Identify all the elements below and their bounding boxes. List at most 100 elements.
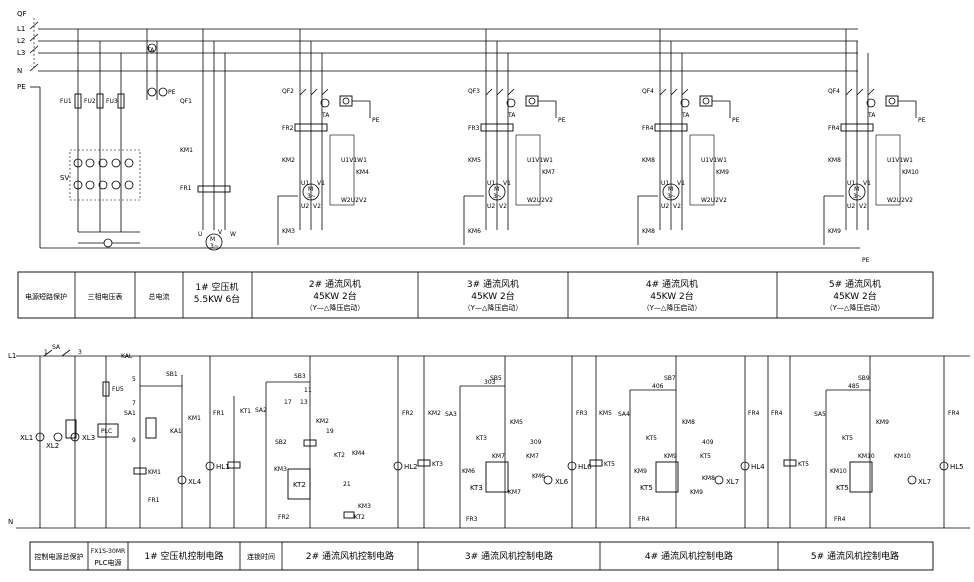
label-hl5: HL5 (950, 463, 964, 471)
node-406: 406 (652, 383, 664, 390)
xl7b-lamp-icon (907, 475, 917, 485)
label-sb7: SB7 (664, 375, 676, 382)
fan-v2-label: V2 (859, 203, 867, 210)
fan-qf-label: QF2 (282, 88, 294, 95)
fan-u1-label: U1 (661, 180, 669, 187)
fuse-fu2 (96, 93, 104, 109)
label-ta: TA (146, 47, 155, 54)
xl1-lamp-icon (35, 432, 45, 442)
bottom-cell-6: 3# 通流风机控制电路 (465, 550, 553, 562)
label-km10b-ctrl: KM10 (858, 453, 875, 460)
qf-blade-l1 (29, 21, 39, 30)
label-kt-between: KT3 (432, 461, 443, 468)
fan-uvw1-label: U1V1W1 (701, 157, 727, 164)
node-5: 5 (132, 376, 136, 383)
xl6-lamp-icon (543, 475, 553, 485)
label-km5-ctrl: KM5 (510, 419, 523, 426)
label-xl2: XL2 (46, 442, 59, 450)
label-hl2: HL2 (404, 463, 418, 471)
label-km3-ctrl: KM3 (274, 466, 287, 473)
top-cell-7-l3: （Y—△降压启动） (643, 303, 702, 312)
label-kal: KAL (121, 353, 133, 360)
label-sb5: SB5 (490, 375, 502, 382)
label-sb9: SB9 (858, 375, 870, 382)
top-table-frame (17, 271, 934, 319)
bus-label-l3: L3 (17, 49, 25, 57)
fan-pe-label: PE (918, 117, 926, 124)
label-xl7a: XL7 (726, 478, 739, 486)
label-km2-ctrl: KM2 (316, 418, 329, 425)
label-xl4: XL4 (188, 478, 202, 486)
fan-motor-3phase-label: 3~ (493, 193, 502, 200)
voltmeter-section: FU1 FU2 FU3 SV TA PE (60, 29, 176, 248)
label-kt-4-5: KT5 (798, 461, 809, 468)
fan-km-a-label: KM8 (828, 157, 841, 164)
fuse-fu1 (74, 93, 82, 109)
label-kt5c-ctrl: KT5 (700, 453, 711, 460)
fan-motor-m-label: M (494, 186, 499, 193)
label-hl1: HL1 (216, 463, 230, 471)
fan-km-c-label: KM8 (642, 228, 655, 235)
label-sv: SV (60, 174, 69, 182)
label-fr4-ctrl: FR4 (638, 516, 650, 523)
label-km10-ctrl: KM10 (830, 468, 847, 475)
fan-km-b-label: KM7 (542, 169, 555, 176)
bottom-cell-2-l1: FX1S-30MR (91, 548, 125, 555)
top-cell-5-l1: 2# 通流风机 (309, 278, 361, 290)
label-fr4-sec5: FR4 (834, 516, 846, 523)
label-km9-ctrl: KM9 (634, 468, 647, 475)
fan-ta-label: TA (321, 112, 330, 119)
hl4-lamp-icon (740, 461, 750, 471)
fuse-fu3 (117, 93, 125, 109)
fan-v1-label: V1 (677, 180, 685, 187)
motor1-3phase: 3~ (210, 243, 219, 250)
fan-v1-label: V1 (317, 180, 325, 187)
fan-ammeter-icon (866, 98, 876, 108)
fan-ammeter-icon (680, 98, 690, 108)
fan-u1-label: U1 (847, 180, 855, 187)
plc-box (97, 423, 119, 438)
fan-uvw1-label: U1V1W1 (887, 157, 913, 164)
ta-icon (147, 43, 157, 53)
label-sa: SA (52, 344, 61, 351)
label-hl4: HL4 (751, 463, 765, 471)
label-fr4-end: FR4 (948, 410, 960, 417)
top-cell-6-l3: （Y—△降压启动） (464, 303, 523, 312)
label-km4-ctrl: KM4 (352, 450, 365, 457)
xl4-lamp-icon (177, 475, 187, 485)
motor1-m: M (210, 236, 215, 243)
fan-u1-label: U1 (487, 180, 495, 187)
bottom-cell-1: 控制电源总保护 (35, 552, 84, 561)
fan-motor-m-label: M (854, 186, 859, 193)
fan-motor-m-label: M (668, 186, 673, 193)
label-kt-3-4: KT5 (604, 461, 615, 468)
fan-qf-label: QF4 (642, 88, 654, 95)
label-pe-ta: PE (168, 89, 176, 96)
label-kt2b-ctrl: KT2 (354, 514, 365, 521)
control-bus: L1 N SA KAL FU5 PLC XL1 XL2 XL3 (8, 344, 970, 529)
qf-blade-l2 (29, 33, 39, 42)
top-cell-5-l3: （Y—△降压启动） (306, 303, 365, 312)
label-n-ctrl: N (8, 518, 13, 526)
fan-ammeter-icon (320, 98, 330, 108)
feeder-compressor: QF1 KM1 FR1 M 3~ U V W (180, 29, 236, 251)
fr1-element (197, 185, 231, 193)
bus-label-l1: L1 (17, 25, 25, 33)
bottom-cell-7: 4# 通流风机控制电路 (645, 550, 733, 562)
bottom-cell-4: 连锁时间 (247, 552, 275, 561)
fan-pe-label: PE (372, 117, 380, 124)
node-7: 7 (132, 400, 136, 407)
bottom-cell-2-l2: PLC电源 (94, 558, 121, 567)
fuse-fu5 (102, 381, 110, 397)
label-xl6: XL6 (555, 478, 569, 486)
label-km9-sec5: KM9 (876, 419, 889, 426)
fan-ta-label: TA (681, 112, 690, 119)
sv-switch-frame (69, 149, 141, 201)
label-km1: KM1 (180, 147, 193, 154)
fan-v1-label: V1 (503, 180, 511, 187)
label-fr1-ctrl2: FR1 (213, 410, 225, 417)
fan-fr-element (294, 123, 328, 132)
